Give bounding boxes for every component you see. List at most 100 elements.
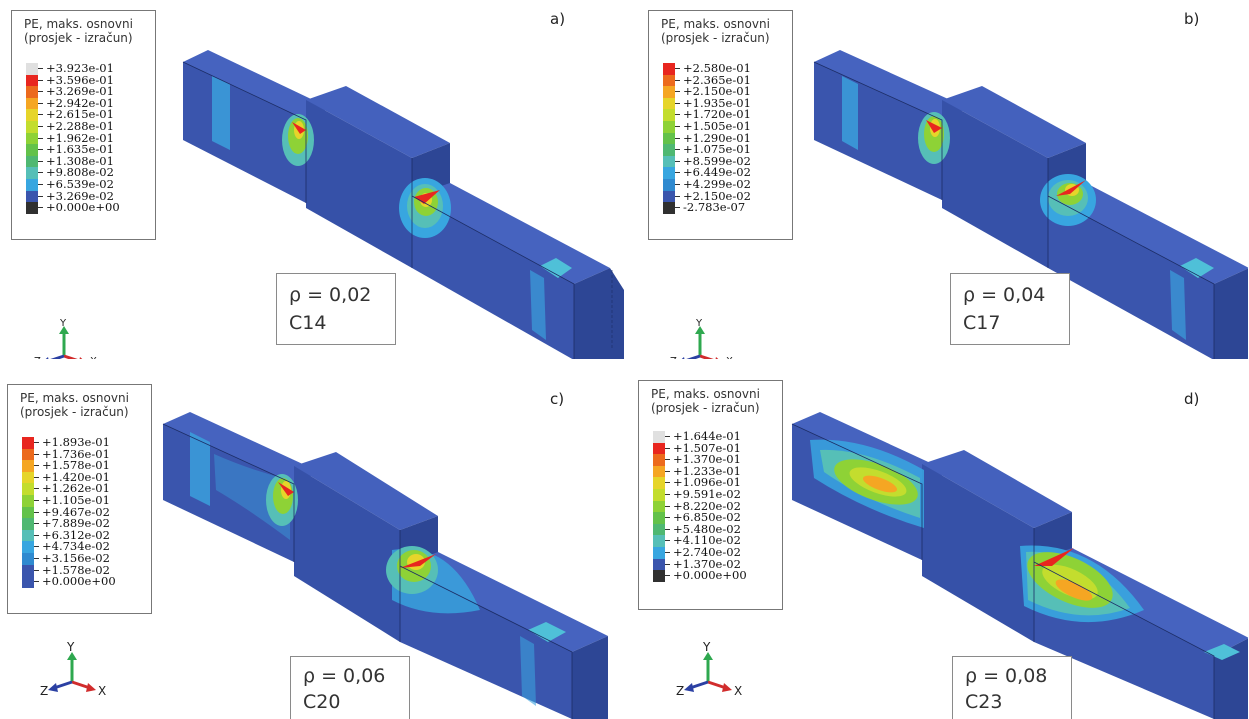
legend-value: +1.096e-01 (673, 475, 741, 490)
legend-value: +1.962e-01 (46, 130, 114, 145)
legend-value: +1.075e-01 (683, 142, 751, 157)
axis-label-y: Y (703, 640, 711, 654)
legend-title: PE, maks. osnovni (prosjek - izračun) (24, 17, 133, 45)
legend-value: +1.578e-02 (42, 562, 110, 577)
legend-title-line1: PE, maks. osnovni (651, 387, 760, 401)
beam-model-c (162, 412, 608, 719)
legend-value: +4.734e-02 (42, 539, 110, 554)
legend-title: PE, maks. osnovni (prosjek - izračun) (661, 17, 770, 45)
legend-value: +2.615e-01 (46, 107, 114, 122)
legend-value: +8.599e-02 (683, 153, 751, 168)
color-legend-a: PE, maks. osnovni (prosjek - izračun) +3… (11, 10, 156, 240)
legend-value: +3.269e-01 (46, 84, 114, 99)
legend-value: +2.740e-02 (673, 544, 741, 559)
panel-letter: b) (1184, 10, 1200, 28)
beam-model-d (791, 412, 1248, 719)
legend-value: +3.596e-01 (46, 72, 114, 87)
legend-title-line2: (prosjek - izračun) (24, 31, 133, 45)
axis-triad-d: Y Z X (674, 640, 744, 702)
legend-value: +6.449e-02 (683, 165, 751, 180)
legend-value: +2.365e-01 (683, 72, 751, 87)
legend-value: +1.893e-01 (42, 435, 110, 449)
legend-value: +2.942e-01 (46, 95, 114, 110)
color-legend-d: PE, maks. osnovni (prosjek - izračun) +1… (638, 380, 783, 610)
legend-value: +1.370e-02 (673, 556, 741, 571)
legend-value: +1.635e-01 (46, 142, 114, 157)
axis-label-x: X (734, 684, 743, 698)
case-label: C20 (303, 691, 341, 713)
axis-label-y: Y (60, 318, 67, 329)
legend-value: -2.783e-07 (683, 200, 746, 215)
case-label: C23 (965, 691, 1003, 713)
legend-value: +3.269e-02 (46, 188, 114, 203)
legend-value: +7.889e-02 (42, 516, 110, 531)
beam-model-a (182, 50, 624, 359)
legend-value: +6.312e-02 (42, 527, 110, 542)
legend-value: +1.420e-01 (42, 469, 110, 484)
legend-title-line2: (prosjek - izračun) (651, 401, 760, 415)
axis-label-z: Z (40, 684, 49, 698)
rho-label: ρ = 0,04 (963, 284, 1046, 306)
legend-value: +1.105e-01 (42, 492, 110, 507)
rho-label: ρ = 0,02 (289, 284, 372, 306)
panel-c: PE, maks. osnovni (prosjek - izračun) +1… (0, 360, 624, 719)
color-legend-b: PE, maks. osnovni (prosjek - izračun) +2… (648, 10, 793, 240)
axis-label-z: Z (670, 356, 677, 359)
legend-title-line1: PE, maks. osnovni (24, 17, 133, 31)
rho-label: ρ = 0,08 (965, 665, 1048, 687)
beam-model-b (813, 50, 1248, 359)
legend-value: +2.150e-01 (683, 84, 751, 99)
legend-value: +1.507e-01 (673, 440, 741, 455)
axis-triad-b: Y Z X (666, 318, 736, 359)
legend-value: +8.220e-02 (673, 498, 741, 513)
panel-d: PE, maks. osnovni (prosjek - izračun) +1… (624, 360, 1248, 719)
legend-title-line1: PE, maks. osnovni (661, 17, 770, 31)
case-label-box: ρ = 0,08 C23 (952, 656, 1072, 719)
legend-value: +1.644e-01 (673, 429, 741, 443)
legend-value: +1.290e-01 (683, 130, 751, 145)
legend-value: +3.156e-02 (42, 550, 110, 565)
legend-value: +6.850e-02 (673, 510, 741, 525)
legend-value: +2.580e-01 (683, 61, 751, 75)
legend-value: +6.539e-02 (46, 176, 114, 191)
legend-value: +1.720e-01 (683, 107, 751, 122)
axis-triad-icon (48, 652, 96, 692)
panel-b: PE, maks. osnovni (prosjek - izračun) +2… (624, 0, 1248, 359)
axis-label-x: X (90, 356, 97, 359)
legend-value: +4.110e-02 (673, 533, 741, 548)
legend-title-line2: (prosjek - izračun) (20, 405, 129, 419)
color-legend-c: PE, maks. osnovni (prosjek - izračun) +1… (7, 384, 152, 614)
legend-value: +1.578e-01 (42, 458, 110, 473)
legend-value: +0.000e+00 (42, 574, 116, 589)
panel-letter: d) (1184, 390, 1200, 408)
legend-value: +4.299e-02 (683, 176, 751, 191)
axis-label-z: Z (676, 684, 685, 698)
case-label-box: ρ = 0,04 C17 (950, 273, 1070, 345)
axis-label-z: Z (34, 356, 41, 359)
legend-value: +9.591e-02 (673, 486, 741, 501)
legend-title: PE, maks. osnovni (prosjek - izračun) (651, 387, 760, 415)
rho-label: ρ = 0,06 (303, 665, 386, 687)
legend-value: +1.262e-01 (42, 481, 110, 496)
axis-triad-a: Y Z X (30, 318, 100, 359)
case-label-box: ρ = 0,06 C20 (290, 656, 410, 719)
legend-value: +2.150e-02 (683, 188, 751, 203)
axis-label-x: X (726, 356, 733, 359)
axis-label-y: Y (696, 318, 703, 329)
axis-label-x: X (98, 684, 107, 698)
panel-a: PE, maks. osnovni (prosjek - izračun) +3… (0, 0, 624, 359)
axis-triad-c: Y Z X (38, 640, 108, 702)
legend-value: +1.233e-01 (673, 463, 741, 478)
legend-title-line1: PE, maks. osnovni (20, 391, 129, 405)
axis-triad-icon (684, 652, 732, 692)
legend-value: +9.467e-02 (42, 504, 110, 519)
case-label: C17 (963, 312, 1001, 334)
legend-value: +3.923e-01 (46, 61, 114, 75)
axis-triad-icon (681, 326, 719, 359)
axis-triad-icon (45, 326, 83, 359)
legend-value: +1.505e-01 (683, 118, 751, 133)
legend-title-line2: (prosjek - izračun) (661, 31, 770, 45)
axis-label-y: Y (67, 640, 75, 654)
case-label-box: ρ = 0,02 C14 (276, 273, 396, 345)
legend-title: PE, maks. osnovni (prosjek - izračun) (20, 391, 129, 419)
